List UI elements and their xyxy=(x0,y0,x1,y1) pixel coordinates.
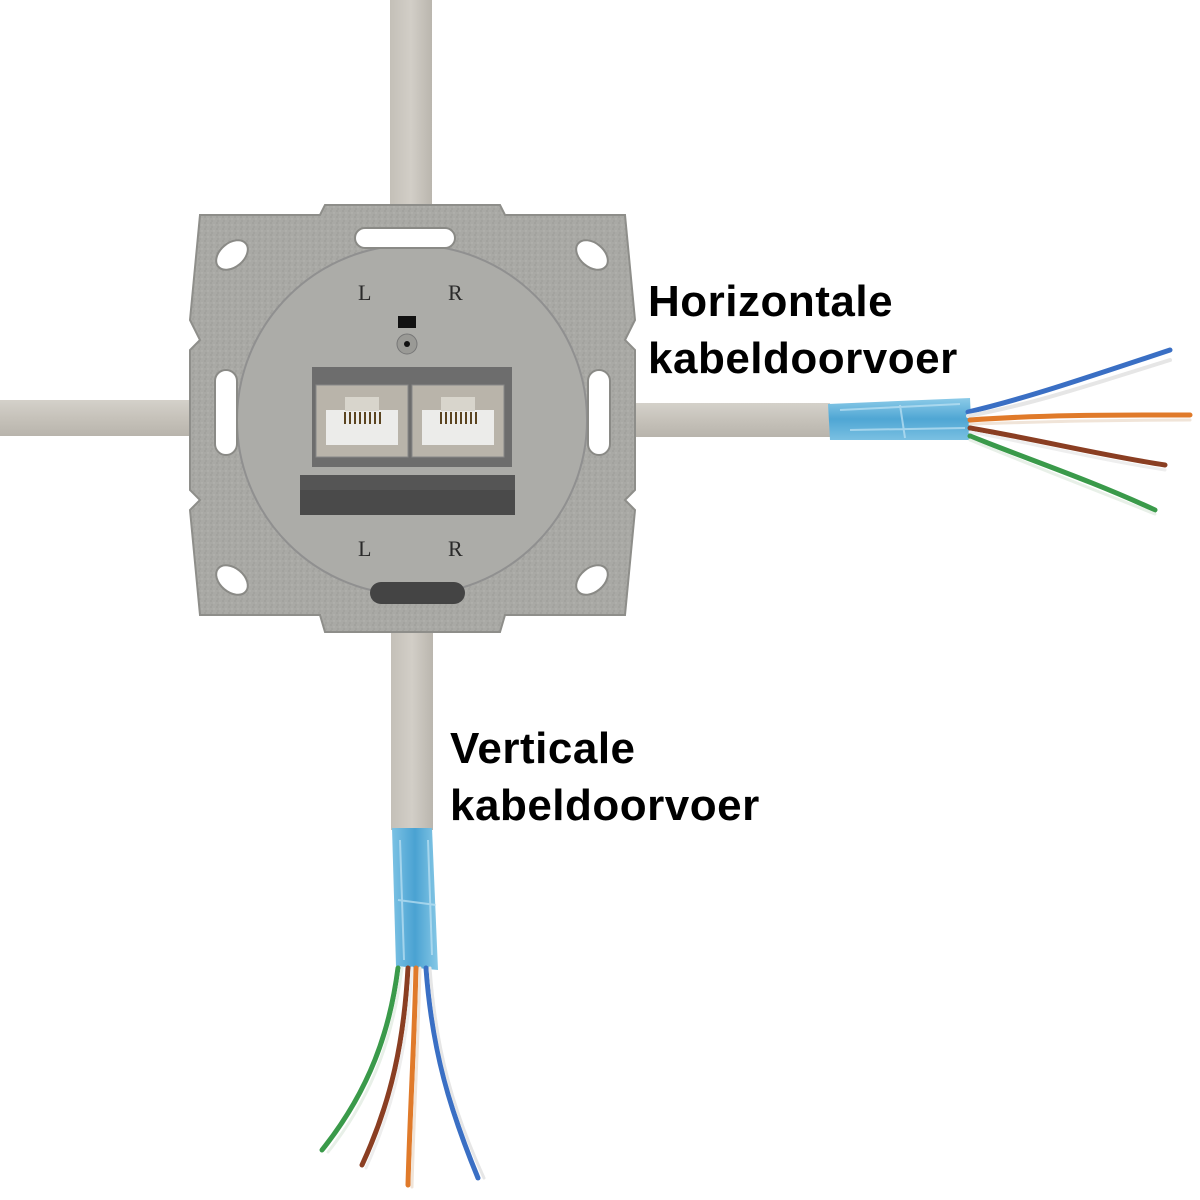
horizontal-cable-label: Horizontale kabeldoorvoer xyxy=(648,273,958,387)
cable-left xyxy=(0,400,200,436)
vertical-label-line2: kabeldoorvoer xyxy=(450,781,760,831)
mounting-holes xyxy=(214,227,611,596)
rj45-port-2 xyxy=(411,384,505,458)
rj45-port-1 xyxy=(315,384,409,458)
cable-top xyxy=(390,0,432,230)
screw-slot xyxy=(398,316,416,328)
screw-icon xyxy=(404,341,410,347)
vertical-cable-label: Verticale kabeldoorvoer xyxy=(450,720,760,834)
wire-pairs-vertical xyxy=(319,965,486,1189)
marking-top-left: L xyxy=(358,280,371,305)
horizontal-cable xyxy=(620,347,1193,516)
marking-bottom-left: L xyxy=(358,536,371,561)
vertical-cable xyxy=(319,620,486,1189)
wire-pairs-horizontal xyxy=(965,347,1193,516)
vertical-label-line1: Verticale xyxy=(450,724,636,773)
horizontal-label-line1: Horizontale xyxy=(648,277,894,326)
marking-top-right: R xyxy=(448,280,463,305)
bottom-slot xyxy=(370,582,465,604)
marking-bottom-right: R xyxy=(448,536,463,561)
horizontal-label-line2: kabeldoorvoer xyxy=(648,334,958,384)
wall-outlet: L R L R xyxy=(188,204,637,633)
